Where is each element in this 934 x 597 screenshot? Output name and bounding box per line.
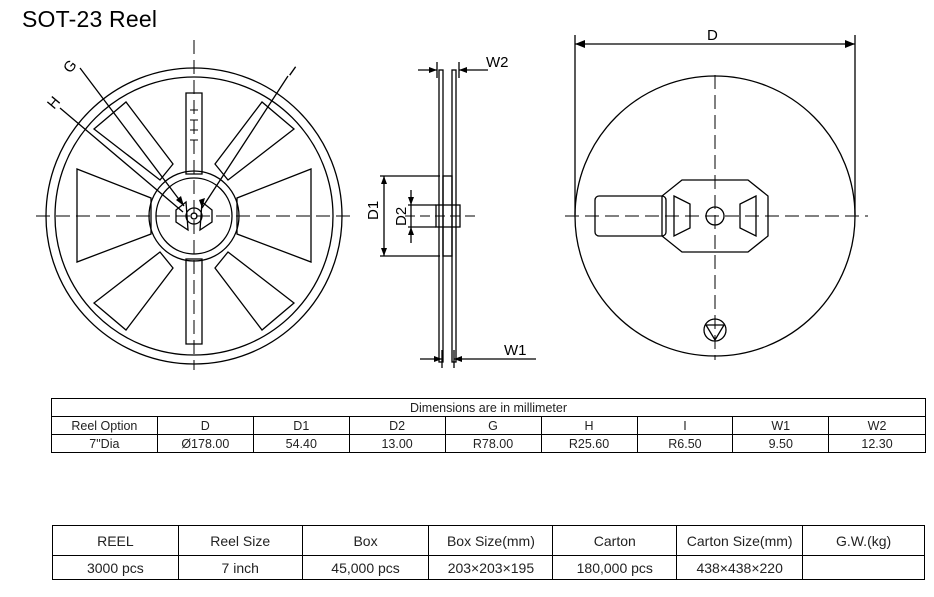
data-cell: R78.00 bbox=[444, 434, 542, 453]
data-cell: R6.50 bbox=[636, 434, 734, 453]
header-cell: Box bbox=[301, 525, 430, 556]
label-g: G bbox=[60, 57, 81, 77]
data-cell: 203×203×195 bbox=[428, 555, 554, 580]
header-cell: W1 bbox=[732, 416, 830, 435]
header-cell: Reel Size bbox=[177, 525, 303, 556]
data-cell: R25.60 bbox=[540, 434, 638, 453]
data-cell: 7"Dia bbox=[51, 434, 158, 453]
label-w2: W2 bbox=[486, 54, 509, 71]
data-cell: 54.40 bbox=[252, 434, 350, 453]
header-cell: I bbox=[636, 416, 734, 435]
reel-drawing: G H I W2 W1 D1 D2 D bbox=[36, 27, 868, 370]
packing-header-row: REEL Reel Size Box Box Size(mm) Carton C… bbox=[52, 525, 925, 556]
data-cell: 180,000 pcs bbox=[552, 555, 678, 580]
header-cell: D2 bbox=[348, 416, 446, 435]
reel-front-view bbox=[36, 40, 355, 370]
header-cell: Carton bbox=[552, 525, 678, 556]
header-cell: D1 bbox=[252, 416, 350, 435]
label-i: I bbox=[286, 63, 299, 79]
header-cell: Box Size(mm) bbox=[428, 525, 554, 556]
data-cell: 12.30 bbox=[828, 434, 926, 453]
header-cell: H bbox=[540, 416, 638, 435]
label-d2: D2 bbox=[393, 207, 410, 226]
label-d: D bbox=[707, 27, 718, 44]
data-cell: 45,000 pcs bbox=[301, 555, 430, 580]
data-cell: 438×438×220 bbox=[676, 555, 804, 580]
header-cell: D bbox=[156, 416, 254, 435]
header-cell: Carton Size(mm) bbox=[676, 525, 804, 556]
label-d1: D1 bbox=[365, 201, 382, 220]
header-cell: Reel Option bbox=[51, 416, 158, 435]
data-cell: Ø178.00 bbox=[156, 434, 254, 453]
packing-table: REEL Reel Size Box Box Size(mm) Carton C… bbox=[52, 525, 925, 580]
data-cell: 7 inch bbox=[177, 555, 303, 580]
page-title: SOT-23 Reel bbox=[22, 6, 158, 32]
dimensions-table: Dimensions are in millimeter Reel Option… bbox=[51, 398, 926, 453]
label-w1: W1 bbox=[504, 342, 527, 359]
data-cell: 13.00 bbox=[348, 434, 446, 453]
packing-data-row: 3000 pcs 7 inch 45,000 pcs 203×203×195 1… bbox=[52, 555, 925, 580]
data-cell: 9.50 bbox=[732, 434, 830, 453]
reel-back-view bbox=[565, 35, 868, 360]
dimensions-data-row: 7"Dia Ø178.00 54.40 13.00 R78.00 R25.60 … bbox=[51, 434, 926, 453]
dimensions-caption: Dimensions are in millimeter bbox=[51, 398, 926, 417]
data-cell: 3000 pcs bbox=[52, 555, 179, 580]
header-cell: REEL bbox=[52, 525, 179, 556]
header-cell: W2 bbox=[828, 416, 926, 435]
data-cell bbox=[802, 555, 925, 580]
header-cell: G bbox=[444, 416, 542, 435]
dimensions-header-row: Reel Option D D1 D2 G H I W1 W2 bbox=[51, 416, 926, 435]
header-cell: G.W.(kg) bbox=[802, 525, 925, 556]
